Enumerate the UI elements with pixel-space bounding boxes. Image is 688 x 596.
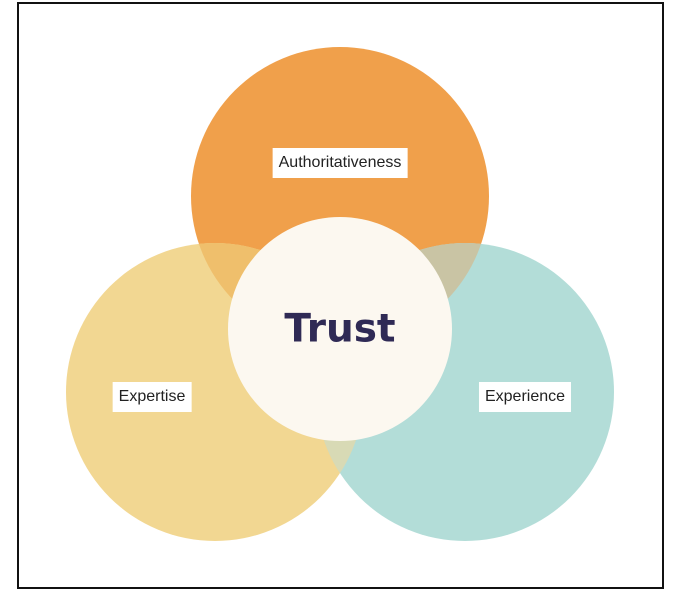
expertise-label: Expertise: [112, 382, 192, 412]
trust-label: Trust: [284, 306, 396, 352]
authoritativeness-label: Authoritativeness: [272, 148, 408, 178]
trust-circle: [228, 217, 452, 441]
experience-label: Experience: [478, 382, 572, 412]
